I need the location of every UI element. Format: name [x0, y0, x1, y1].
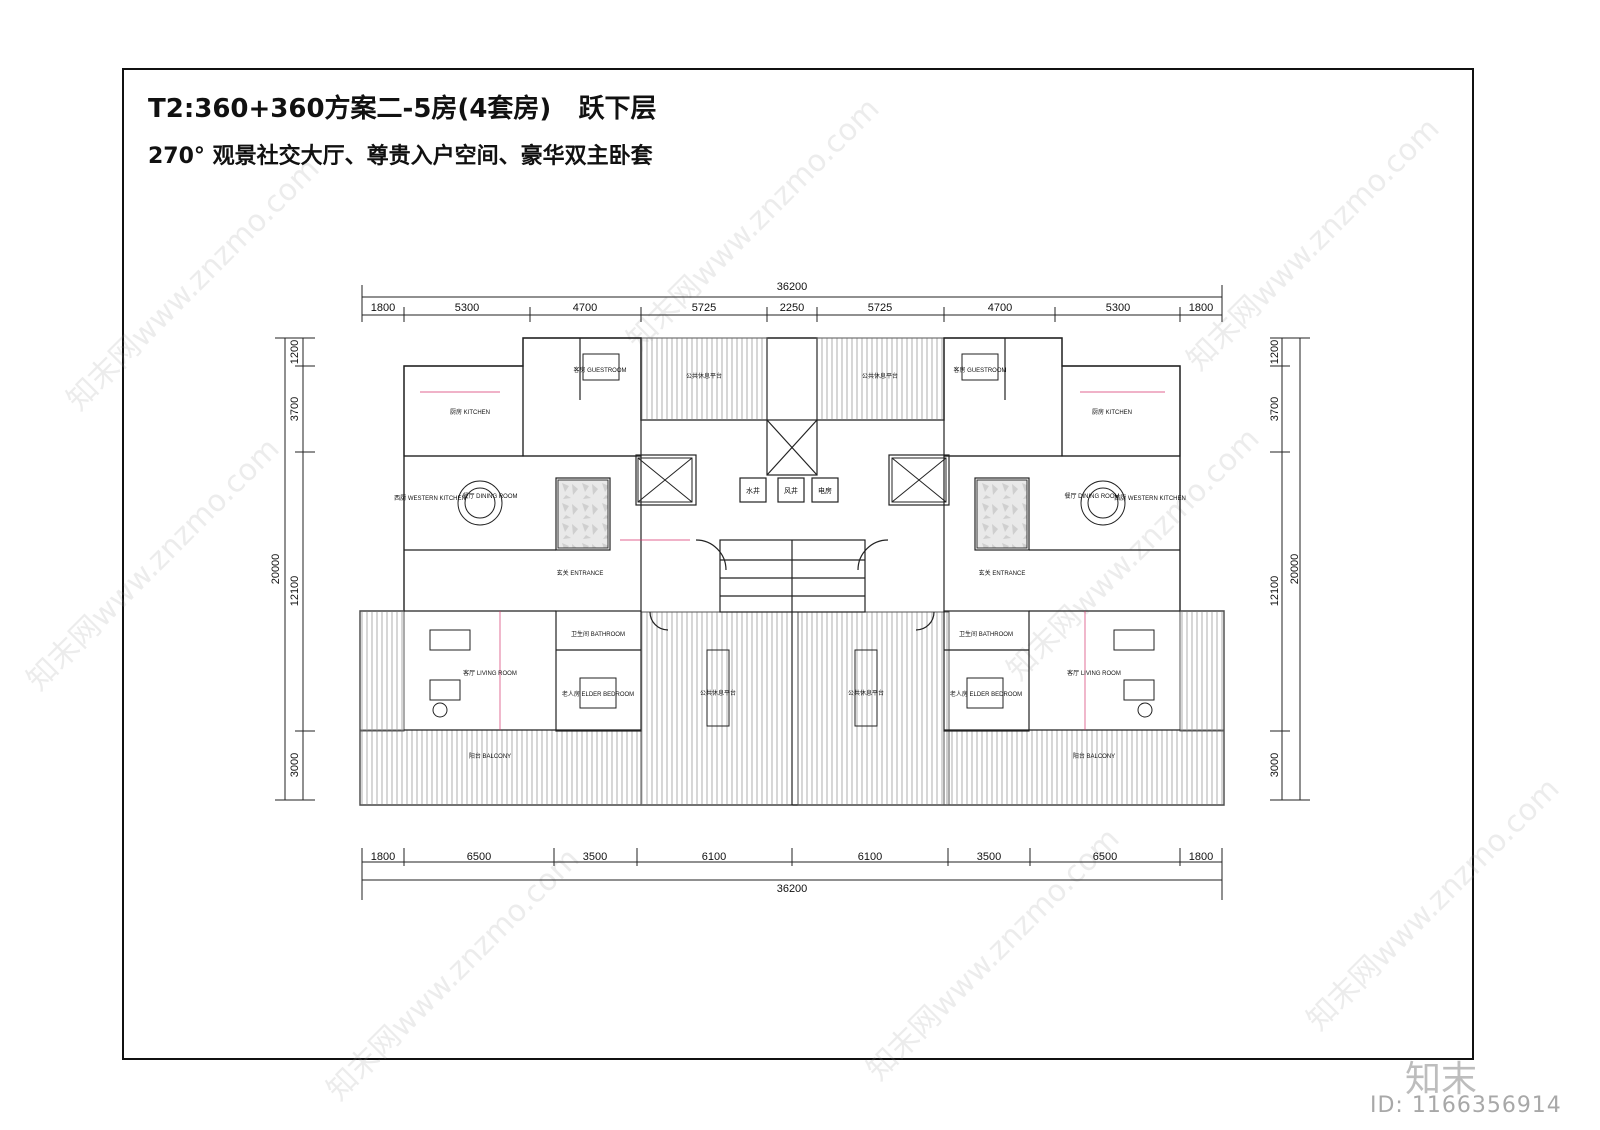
left-dim-4: 3000 [289, 753, 301, 777]
right-balcony-label: 阳台 BALCONY [1073, 752, 1115, 760]
left-bottom-terrace-label: 公共休息平台 [700, 689, 736, 697]
bottom-dimension-chain [361, 848, 1223, 900]
left-decor-stone [557, 479, 609, 549]
top-dim-6: 5725 [868, 302, 892, 314]
right-western-kitchen-label: 西厨 WESTERN KITCHEN [1114, 495, 1186, 502]
right-terrace-table [854, 649, 878, 727]
left-top-terrace-label: 公共休息平台 [686, 372, 722, 380]
red-inner-dims [420, 391, 1165, 730]
left-dimension-chain [275, 337, 315, 801]
bottom-dim-1: 1800 [371, 851, 395, 863]
top-dim-2: 5300 [455, 302, 479, 314]
left-unit-walls [403, 337, 697, 732]
left-terrace-table [706, 649, 730, 727]
left-bed [579, 677, 617, 709]
bottom-dim-4: 6100 [702, 851, 726, 863]
right-dining-label: 餐厅 DINING ROOM [1065, 492, 1120, 500]
terrace-hatching [359, 337, 1225, 806]
top-dim-5: 2250 [780, 302, 804, 314]
drawing-title: T2:360+360方案二-5房(4套房) 跃下层 [148, 88, 656, 125]
left-western-kitchen-label: 西厨 WESTERN KITCHEN [394, 495, 466, 502]
top-dimension-chain [361, 285, 1223, 322]
left-bathroom-label: 卫生间 BATHROOM [571, 630, 625, 638]
right-dim-1: 1200 [1269, 340, 1281, 364]
bottom-dim-6: 3500 [977, 851, 1001, 863]
left-dim-3: 12100 [289, 576, 301, 607]
right-guestroom-label: 客房 GUESTROOM [953, 366, 1006, 374]
top-dim-8: 5300 [1106, 302, 1130, 314]
right-sofa [1113, 629, 1155, 718]
left-elder-bedroom-label: 老人房 ELDER BEDROOM [562, 690, 634, 698]
top-dim-4: 5725 [692, 302, 716, 314]
left-total-dimension: 20000 [270, 554, 282, 585]
left-sofa [429, 629, 471, 718]
right-elevator-cross [891, 457, 947, 503]
drawing-subtitle: 270° 观景社交大厅、尊贵入户空间、豪华双主卧套 [148, 144, 653, 169]
right-living-label: 客厅 LIVING ROOM [1067, 669, 1121, 677]
right-dim-3: 12100 [1269, 576, 1281, 607]
top-dim-7: 4700 [988, 302, 1012, 314]
drawing-frame [122, 68, 1474, 1060]
top-dim-1: 1800 [371, 302, 395, 314]
central-core [649, 419, 935, 805]
top-dim-9: 1800 [1189, 302, 1213, 314]
left-guest-bed [582, 353, 620, 381]
right-bed [966, 677, 1004, 709]
water-well-label: 水井 [746, 486, 760, 495]
right-guest-bed [961, 353, 999, 381]
left-elevator [637, 457, 693, 503]
bottom-total-dimension: 36200 [777, 883, 808, 895]
right-unit-walls [888, 337, 1181, 732]
title-level: 跃下层 [578, 94, 657, 124]
left-dim-2: 3700 [289, 397, 301, 421]
bottom-dim-7: 6500 [1093, 851, 1117, 863]
right-entrance-label: 玄关 ENTRANCE [979, 569, 1026, 577]
bottom-dim-8: 1800 [1189, 851, 1213, 863]
right-bottom-terrace-label: 公共休息平台 [848, 689, 884, 697]
right-dim-2: 3700 [1269, 397, 1281, 421]
right-bathroom-label: 卫生间 BATHROOM [959, 630, 1013, 638]
right-elevator [891, 457, 947, 503]
left-kitchen-label: 厨房 KITCHEN [450, 408, 490, 416]
left-dim-1: 1200 [289, 340, 301, 364]
right-kitchen-label: 厨房 KITCHEN [1092, 408, 1132, 416]
top-total-dimension: 36200 [777, 281, 808, 293]
right-dim-4: 3000 [1269, 753, 1281, 777]
image-id-label: ID: 1166356914 [1370, 1093, 1562, 1118]
left-dining-label: 餐厅 DINING ROOM [463, 492, 518, 500]
bottom-dim-2: 6500 [467, 851, 491, 863]
right-total-dimension: 20000 [1289, 554, 1301, 585]
left-elevator-cross [637, 457, 693, 503]
brand-logo: 知末 [1405, 1059, 1478, 1100]
left-guestroom-label: 客房 GUESTROOM [573, 366, 626, 374]
right-dining-table [1080, 480, 1126, 526]
top-dim-3: 4700 [573, 302, 597, 314]
right-dimension-chain [1270, 337, 1310, 801]
right-decor-stone [976, 479, 1028, 549]
title-main: T2:360+360方案二-5房(4套房) [148, 94, 552, 124]
left-living-label: 客厅 LIVING ROOM [463, 669, 517, 677]
bottom-dim-5: 6100 [858, 851, 882, 863]
elec-room-label: 电房 [818, 486, 832, 495]
left-dining-table [457, 480, 503, 526]
bottom-dim-3: 3500 [583, 851, 607, 863]
right-elder-bedroom-label: 老人房 ELDER BEDROOM [950, 690, 1022, 698]
left-entrance-label: 玄关 ENTRANCE [557, 569, 604, 577]
left-balcony-label: 阳台 BALCONY [469, 752, 511, 760]
wind-well-label: 风井 [784, 486, 798, 495]
right-top-terrace-label: 公共休息平台 [862, 372, 898, 380]
